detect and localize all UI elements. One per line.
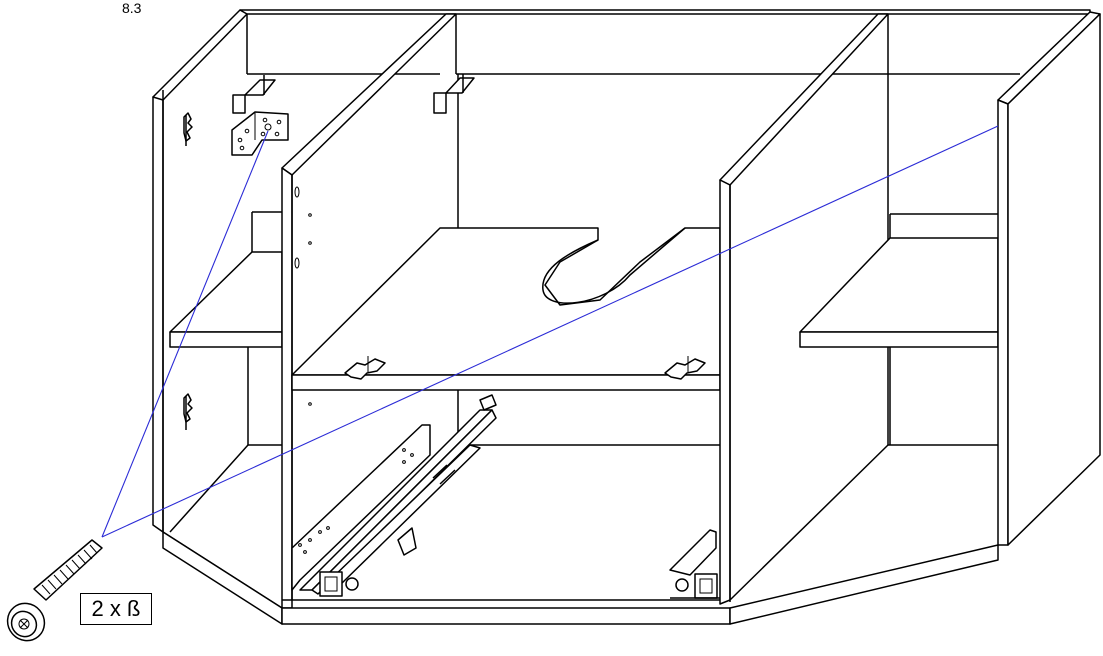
cam-connector-icon <box>664 356 706 380</box>
screw-icon <box>6 539 103 642</box>
left-shelf <box>169 211 283 533</box>
sink-base-shelf <box>291 227 721 391</box>
cam-connector-icon <box>344 356 386 380</box>
left-divider-panel <box>281 13 457 609</box>
bracket-clip-left <box>232 75 276 114</box>
right-side-panel <box>997 11 1101 546</box>
right-divider-panel <box>719 13 1000 605</box>
drawer-runner-left <box>291 394 497 597</box>
quantity-label: 2 x ß <box>80 593 152 625</box>
step-number: 8.3 <box>122 0 142 16</box>
angle-bracket-icon <box>231 111 289 156</box>
drawer-runner-right <box>669 529 720 599</box>
bracket-clip-right <box>433 74 475 114</box>
cam-connector-icon <box>183 112 193 146</box>
right-shelf <box>799 213 999 445</box>
guide-lines <box>101 125 999 538</box>
cam-connector-icon <box>183 393 193 430</box>
plinth <box>162 531 999 625</box>
